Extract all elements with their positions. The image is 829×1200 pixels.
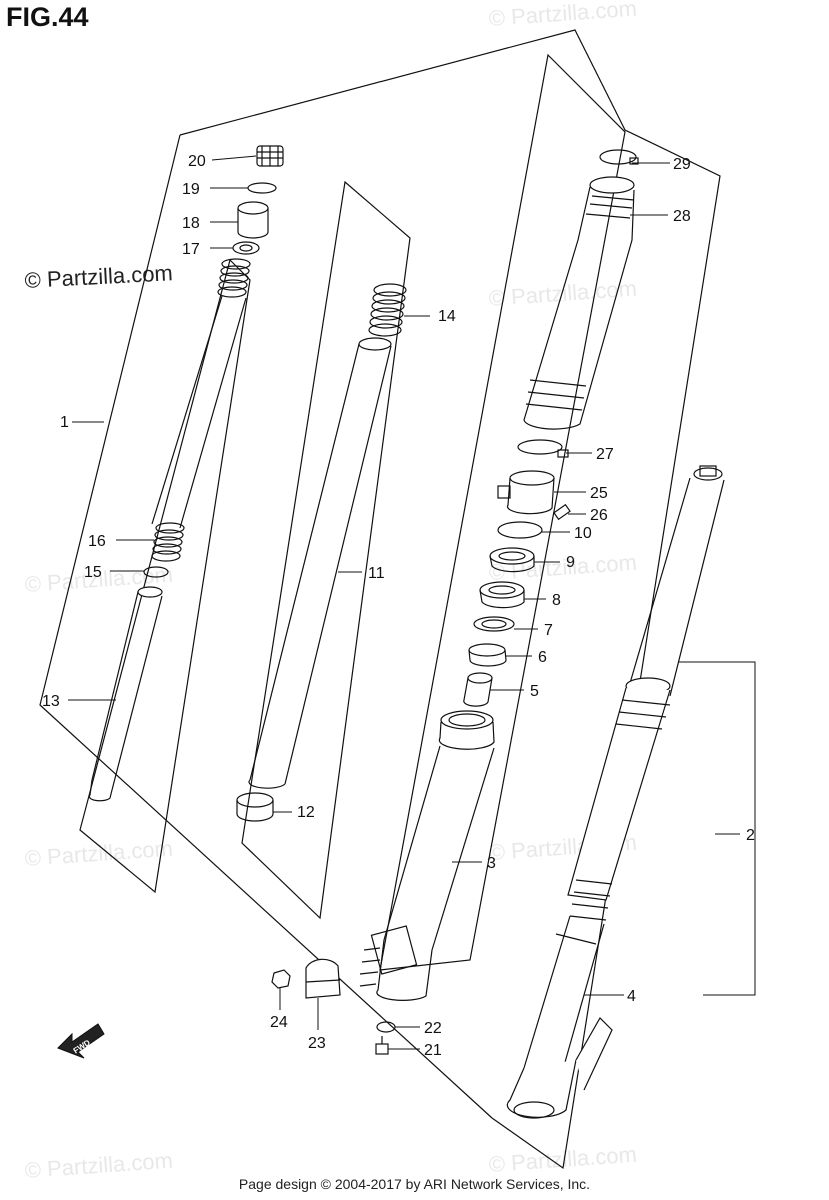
part-5-spacer bbox=[463, 672, 493, 707]
figure-title: FIG.44 bbox=[6, 2, 89, 32]
part-7-washer bbox=[473, 616, 515, 632]
part-29-clamp bbox=[599, 149, 639, 165]
callout-19: 19 bbox=[182, 181, 200, 198]
callout-15: 15 bbox=[84, 564, 102, 581]
part-21-bolt bbox=[375, 1036, 389, 1055]
assembly-outline-1 bbox=[179, 29, 721, 1170]
assembly-outline-1-left bbox=[39, 134, 493, 1119]
part-1-upper-spring bbox=[217, 258, 251, 298]
part-13-cylinder-rod bbox=[88, 586, 163, 802]
part-25-guide bbox=[497, 470, 555, 515]
callout-12: 12 bbox=[297, 804, 315, 821]
part-16-rebound-spring bbox=[151, 522, 185, 562]
part-11-inner-tube bbox=[248, 337, 392, 789]
callout-1: 1 bbox=[60, 414, 69, 431]
callout-6: 6 bbox=[538, 649, 547, 666]
part-20-cap-bolt bbox=[256, 145, 284, 167]
part-28-fork-boot bbox=[523, 176, 635, 430]
callout-16: 16 bbox=[88, 533, 106, 550]
part-18-spacer bbox=[237, 201, 269, 239]
part-9-dust-seal bbox=[489, 547, 535, 573]
page-footer: Page design © 2004-2017 by ARI Network S… bbox=[238, 1176, 591, 1192]
part-15-ring bbox=[143, 566, 169, 578]
callout-18: 18 bbox=[182, 215, 200, 232]
callout-22: 22 bbox=[424, 1020, 442, 1037]
part-6-bushing bbox=[468, 643, 507, 667]
callout-20: 20 bbox=[188, 153, 206, 170]
callout-8: 8 bbox=[552, 592, 561, 609]
part-12-bushing bbox=[236, 792, 274, 822]
part-24-nut bbox=[271, 969, 291, 989]
callout-9: 9 bbox=[566, 554, 575, 571]
part-23-axle-holder bbox=[305, 958, 341, 999]
callout-29: 29 bbox=[673, 156, 691, 173]
part-27-clamp bbox=[517, 439, 569, 458]
callout-21: 21 bbox=[424, 1042, 442, 1059]
part-3-outer-tube bbox=[359, 710, 495, 1001]
callout-4: 4 bbox=[627, 988, 636, 1005]
part-1-damper-tube bbox=[151, 295, 247, 529]
fwd-arrow-icon: FWD bbox=[57, 1023, 105, 1059]
part-10-seal bbox=[497, 521, 543, 539]
part-17-washer bbox=[232, 241, 260, 255]
callout-17: 17 bbox=[182, 241, 200, 258]
callout-3: 3 bbox=[487, 855, 496, 872]
callout-24: 24 bbox=[270, 1014, 288, 1031]
callout-2: 2 bbox=[746, 827, 755, 844]
part-8-oil-seal bbox=[479, 581, 525, 609]
callout-25: 25 bbox=[590, 485, 608, 502]
assembly-outline-13 bbox=[79, 258, 251, 894]
callout-5: 5 bbox=[530, 683, 539, 700]
part-4-fork-assembly bbox=[506, 465, 725, 1119]
assembly-outline-11 bbox=[241, 180, 411, 920]
callout-28: 28 bbox=[673, 208, 691, 225]
part-26-bleed-screw bbox=[553, 503, 571, 521]
callout-10: 10 bbox=[574, 525, 592, 542]
callout-23: 23 bbox=[308, 1035, 326, 1052]
callout-11: 11 bbox=[368, 565, 385, 582]
part-14-fork-spring bbox=[368, 283, 407, 337]
assembly-outline-3 bbox=[379, 53, 626, 971]
part-19-o-ring bbox=[247, 182, 277, 194]
callout-14: 14 bbox=[438, 308, 456, 325]
callout-26: 26 bbox=[590, 507, 608, 524]
callout-7: 7 bbox=[544, 622, 553, 639]
callout-13: 13 bbox=[42, 693, 60, 710]
callout-27: 27 bbox=[596, 446, 614, 463]
